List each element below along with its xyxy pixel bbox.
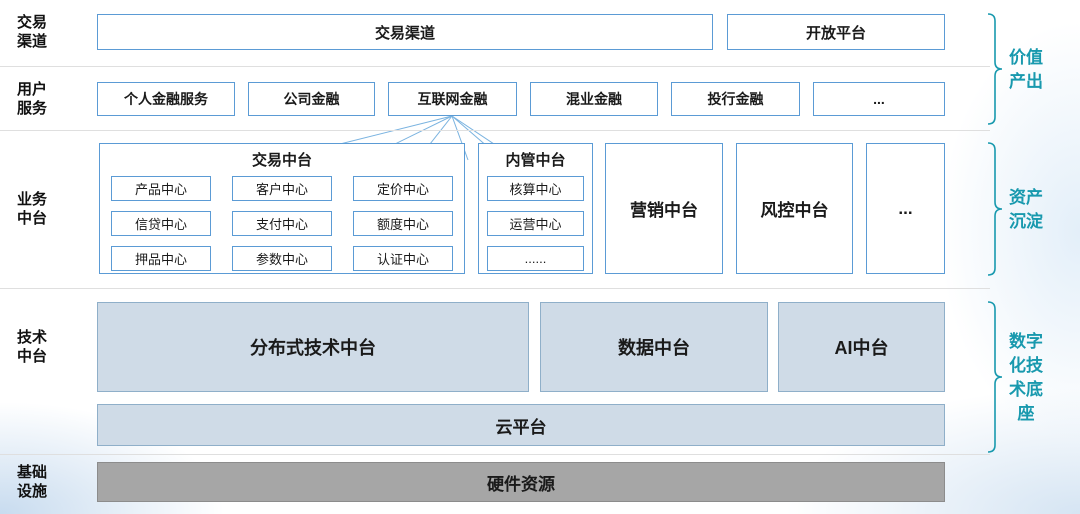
accounting-center-cell: 核算中心 bbox=[487, 176, 584, 201]
business-more-box: ... bbox=[866, 143, 945, 274]
layer-label-line: 服务 bbox=[16, 100, 47, 117]
auth-center-cell: 认证中心 bbox=[353, 246, 453, 271]
layer-label-line: 设施 bbox=[16, 483, 47, 500]
layer-label-line: 基础 bbox=[16, 464, 47, 481]
hardware-resources-box: 硬件资源 bbox=[97, 462, 945, 502]
operation-center-cell: 运营中心 bbox=[487, 211, 584, 236]
parameter-center-cell: 参数中心 bbox=[232, 246, 332, 271]
layer-label-line: 交易 bbox=[16, 14, 47, 31]
layer-label-line: 中台 bbox=[16, 348, 47, 365]
bracket-digital-base bbox=[987, 301, 1003, 453]
layer-label-line: 业务 bbox=[16, 191, 47, 208]
service-box-internet-finance: 互联网金融 bbox=[388, 82, 517, 116]
right-label-digital-base: 数字化技术底座 bbox=[1009, 332, 1043, 423]
layer-label-user-services: 用户 服务 bbox=[6, 80, 58, 118]
layer-label-infrastructure: 基础 设施 bbox=[6, 463, 58, 501]
layer-label-line: 技术 bbox=[16, 329, 47, 346]
pricing-center-cell: 定价中心 bbox=[353, 176, 453, 201]
section-divider bbox=[0, 288, 990, 289]
service-box-corporate-finance: 公司金融 bbox=[248, 82, 375, 116]
layer-label-line: 用户 bbox=[16, 81, 47, 98]
right-label-asset-deposit: 资产沉淀 bbox=[1009, 188, 1043, 231]
layer-label-line: 中台 bbox=[16, 210, 47, 227]
layer-label-business-middle: 业务 中台 bbox=[6, 190, 58, 228]
open-platform-box: 开放平台 bbox=[727, 14, 945, 50]
trade-platform-title: 交易中台 bbox=[251, 152, 312, 169]
ellipsis-center-cell: ...... bbox=[487, 246, 584, 271]
internal-platform-list: 核算中心 运营中心 ...... bbox=[479, 170, 592, 271]
right-label-value-output: 价值产出 bbox=[1009, 48, 1043, 91]
internal-platform-title: 内管中台 bbox=[505, 152, 566, 169]
layer-label-line: 渠道 bbox=[16, 33, 47, 50]
product-center-cell: 产品中心 bbox=[111, 176, 211, 201]
payment-center-cell: 支付中心 bbox=[232, 211, 332, 236]
quota-center-cell: 额度中心 bbox=[353, 211, 453, 236]
service-box-more: ... bbox=[813, 82, 945, 116]
trade-platform-group: 交易中台 产品中心 客户中心 定价中心 信贷中心 支付中心 额度中心 押品中心 … bbox=[99, 143, 465, 274]
section-divider bbox=[0, 66, 990, 67]
trade-channel-box: 交易渠道 bbox=[97, 14, 713, 50]
marketing-platform-box: 营销中台 bbox=[605, 143, 723, 274]
internal-platform-group: 内管中台 核算中心 运营中心 ...... bbox=[478, 143, 593, 274]
ai-platform-box: AI中台 bbox=[778, 302, 945, 392]
section-divider bbox=[0, 454, 990, 455]
bracket-value-output bbox=[987, 13, 1003, 125]
customer-center-cell: 客户中心 bbox=[232, 176, 332, 201]
section-divider bbox=[0, 130, 990, 131]
collateral-center-cell: 押品中心 bbox=[111, 246, 211, 271]
risk-platform-box: 风控中台 bbox=[736, 143, 853, 274]
layer-label-tech-middle: 技术 中台 bbox=[6, 328, 58, 366]
distributed-tech-box: 分布式技术中台 bbox=[97, 302, 529, 392]
service-box-personal-finance: 个人金融服务 bbox=[97, 82, 235, 116]
service-box-investment-banking: 投行金融 bbox=[671, 82, 800, 116]
cloud-platform-box: 云平台 bbox=[97, 404, 945, 446]
trade-platform-grid: 产品中心 客户中心 定价中心 信贷中心 支付中心 额度中心 押品中心 参数中心 … bbox=[100, 170, 464, 271]
bracket-asset-deposit bbox=[987, 142, 1003, 276]
data-platform-box: 数据中台 bbox=[540, 302, 768, 392]
credit-center-cell: 信贷中心 bbox=[111, 211, 211, 236]
service-box-mixed-finance: 混业金融 bbox=[530, 82, 658, 116]
layer-label-trade-channel: 交易 渠道 bbox=[6, 13, 58, 51]
